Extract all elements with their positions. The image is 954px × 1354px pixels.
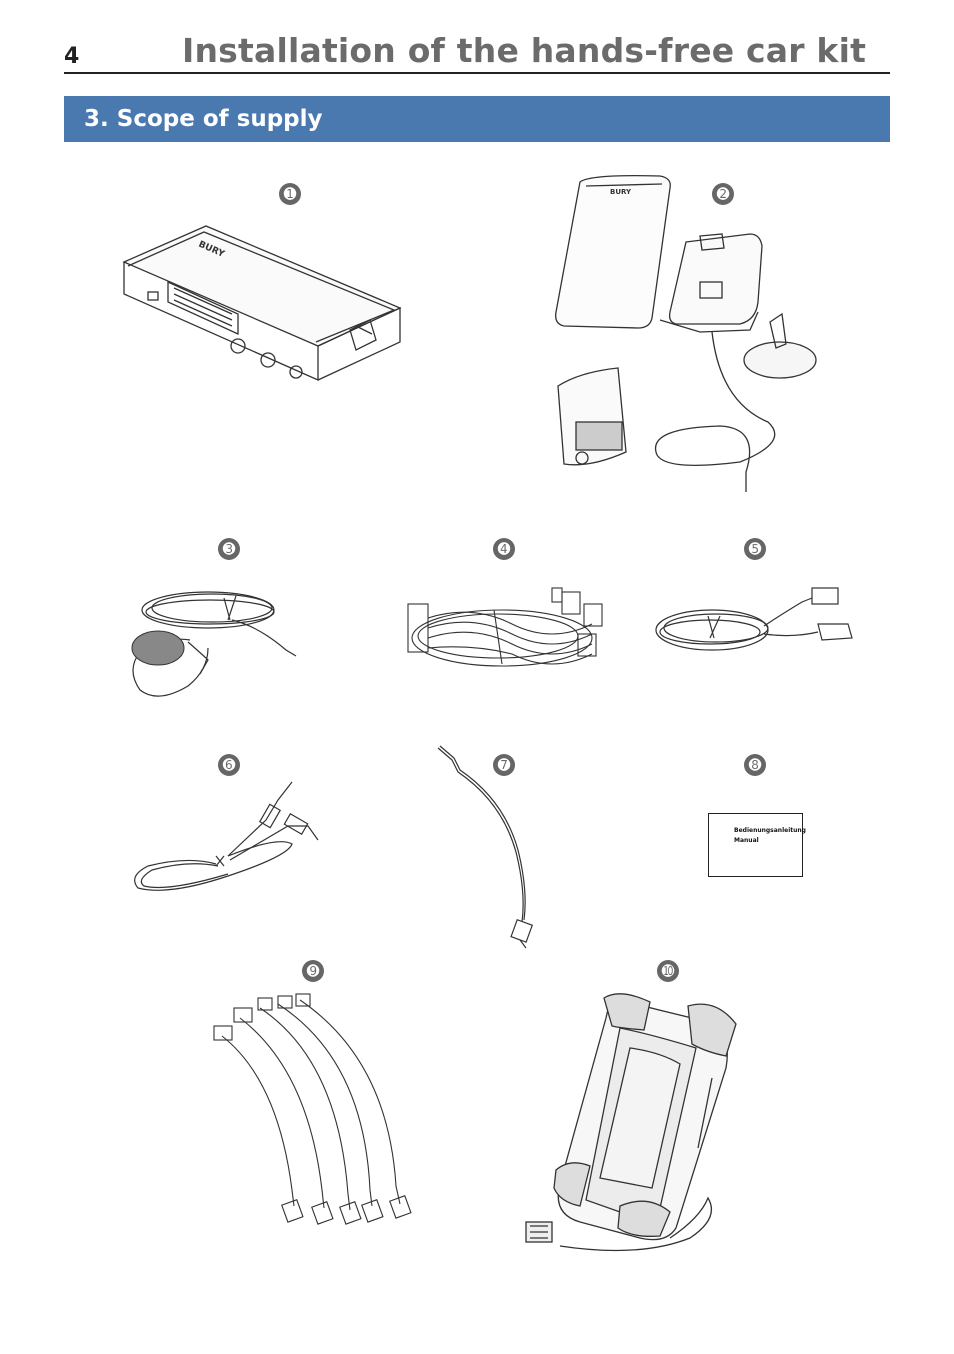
item-number-1: ➊ — [279, 183, 301, 205]
section-title: 3. Scope of supply — [84, 106, 323, 132]
wiring-harness-illustration — [402, 584, 612, 684]
manual-title-english: Manual — [734, 837, 759, 844]
item-number-10: ➓ — [657, 960, 679, 982]
adapter-cable-illustration — [432, 742, 552, 952]
title-divider — [64, 72, 890, 74]
page-number: 4 — [64, 44, 80, 69]
item-number-2: ➋ — [712, 183, 734, 205]
connection-cable-illustration — [652, 584, 862, 674]
central-unit-illustration: BURY — [118, 222, 408, 402]
item-number-5: ➎ — [744, 538, 766, 560]
universal-phone-holder-illustration — [520, 988, 750, 1263]
item-number-7: ➐ — [493, 754, 515, 776]
audio-cable-illustration — [128, 776, 328, 896]
manual-title-german: Bedienungsanleitung — [734, 827, 806, 834]
manual-booklet: Bedienungsanleitung Manual — [708, 813, 806, 877]
svg-text:BURY: BURY — [610, 188, 632, 196]
page-title: Installation of the hands-free car kit — [182, 31, 867, 70]
item-number-4: ➍ — [493, 538, 515, 560]
phone-adapter-cables-illustration — [208, 990, 418, 1240]
phone-cradle-kit-illustration: BURY — [550, 172, 840, 502]
item-number-9: ➒ — [302, 960, 324, 982]
item-number-3: ➌ — [218, 538, 240, 560]
item-number-8: ➑ — [744, 754, 766, 776]
item-number-6: ➏ — [218, 754, 240, 776]
section-header-bar: 3. Scope of supply — [64, 96, 890, 142]
microphone-illustration — [128, 586, 308, 706]
